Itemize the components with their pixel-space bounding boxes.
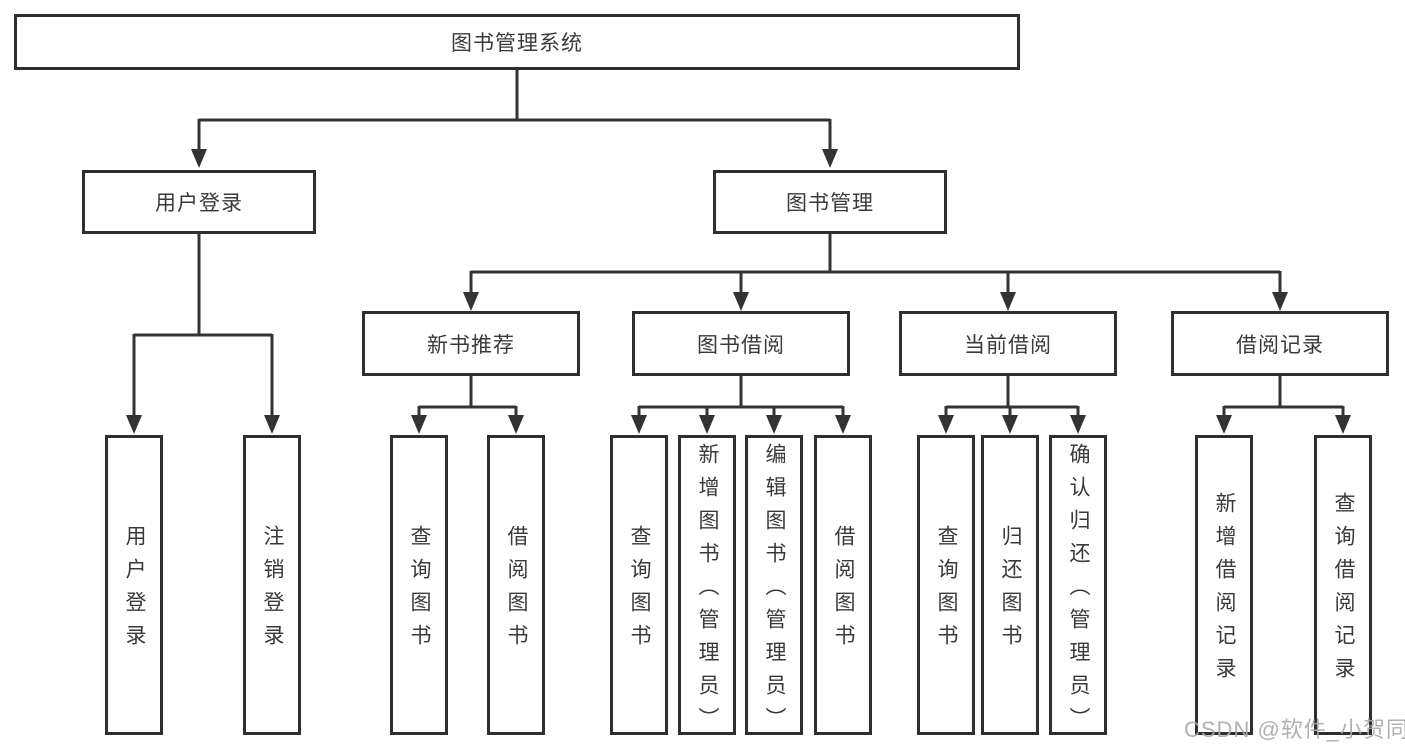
leaf-edit-book-admin-label: 编辑图书（管理员）	[763, 442, 786, 740]
leaf-add-borrow-record-label: 新增借阅记录	[1213, 492, 1236, 690]
arrowheads	[126, 149, 1351, 434]
node-current-borrow-label: 当前借阅	[964, 333, 1052, 357]
node-book-borrow-label: 图书借阅	[697, 333, 785, 357]
node-new-book-recommend-label: 新书推荐	[427, 333, 515, 357]
node-current-borrow: 当前借阅	[899, 311, 1117, 376]
leaf-borrow-book-recommend: 借阅图书	[487, 435, 545, 735]
leaf-query-borrow-record: 查询借阅记录	[1314, 435, 1372, 735]
leaf-borrow-book-label: 借阅图书	[832, 525, 855, 657]
node-book-borrow: 图书借阅	[632, 311, 850, 376]
leaf-user-login-label: 用户登录	[123, 525, 146, 657]
leaf-borrow-book: 借阅图书	[814, 435, 872, 735]
node-borrow-records: 借阅记录	[1171, 311, 1389, 376]
leaf-add-borrow-record: 新增借阅记录	[1195, 435, 1253, 735]
leaf-edit-book-admin: 编辑图书（管理员）	[745, 435, 803, 740]
csdn-watermark: CSDN @软件_小贺同学	[1184, 717, 1405, 742]
node-new-book-recommend: 新书推荐	[362, 311, 580, 376]
node-root: 图书管理系统	[14, 14, 1020, 70]
leaf-confirm-return-admin-label: 确认归还（管理员）	[1067, 442, 1090, 740]
leaf-query-book-recommend-label: 查询图书	[408, 525, 431, 657]
node-book-management: 图书管理	[713, 170, 947, 234]
leaf-query-book-current: 查询图书	[917, 435, 975, 735]
leaf-return-book-label: 归还图书	[999, 525, 1022, 657]
leaf-query-book-recommend: 查询图书	[390, 435, 448, 735]
node-borrow-records-label: 借阅记录	[1236, 333, 1324, 357]
leaf-logout: 注销登录	[243, 435, 301, 735]
leaf-return-book: 归还图书	[981, 435, 1039, 735]
leaf-borrow-book-recommend-label: 借阅图书	[505, 525, 528, 657]
node-book-management-label: 图书管理	[786, 192, 874, 215]
leaf-query-book-current-label: 查询图书	[935, 525, 958, 657]
leaf-logout-label: 注销登录	[261, 525, 284, 657]
leaf-query-borrow-record-label: 查询借阅记录	[1332, 492, 1355, 690]
node-user-login: 用户登录	[82, 170, 316, 234]
leaf-add-book-admin-label: 新增图书（管理员）	[696, 442, 719, 740]
node-user-login-label: 用户登录	[155, 192, 243, 215]
leaf-query-book-borrow-label: 查询图书	[628, 525, 651, 657]
leaf-query-book-borrow: 查询图书	[610, 435, 668, 735]
node-root-label: 图书管理系统	[451, 32, 583, 55]
leaf-add-book-admin: 新增图书（管理员）	[678, 435, 736, 740]
leaf-user-login: 用户登录	[105, 435, 163, 735]
leaf-confirm-return-admin: 确认归还（管理员）	[1049, 435, 1107, 740]
